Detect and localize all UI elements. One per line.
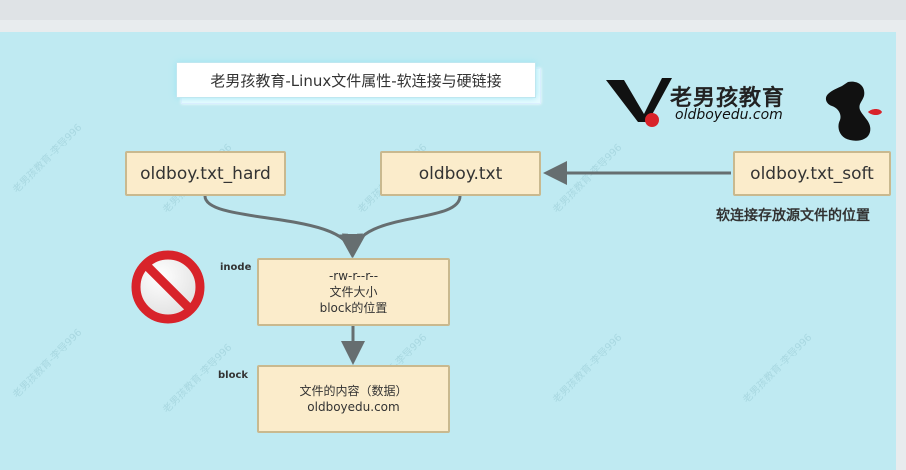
prohibited-icon <box>131 250 205 324</box>
block-box: 文件的内容（数据） oldboyedu.com <box>257 365 450 433</box>
block-site: oldboyedu.com <box>307 400 400 414</box>
inode-box: -rw-r--r-- 文件大小 block的位置 <box>257 258 450 326</box>
inode-label: inode <box>220 262 252 273</box>
hard-link-file-box: oldboy.txt_hard <box>125 151 286 196</box>
diagram-title: 老男孩教育-Linux文件属性-软连接与硬链接 <box>176 62 536 98</box>
top-bar <box>0 0 906 20</box>
soft-link-note: 软连接存放源文件的位置 <box>716 208 870 224</box>
original-link-arrow <box>341 195 462 258</box>
block-label: block <box>218 370 249 381</box>
inode-file-size: 文件大小 <box>329 285 378 299</box>
hard-link-arrow <box>203 195 363 258</box>
right-gutter <box>896 32 906 470</box>
logo-mark-icon <box>606 78 672 127</box>
original-file-box: oldboy.txt <box>380 151 541 196</box>
soft-link-file-box: oldboy.txt_soft <box>733 151 891 196</box>
silhouette-figure-icon <box>825 81 882 141</box>
inode-permissions: -rw-r--r-- <box>328 269 379 283</box>
inode-block-location: block的位置 <box>319 301 388 315</box>
top-bar-lower <box>0 20 906 32</box>
logo-cn-text: 老男孩教育 <box>670 86 786 111</box>
block-content: 文件的内容（数据） <box>299 384 408 398</box>
logo-en-text: oldboyedu.com <box>675 107 783 123</box>
